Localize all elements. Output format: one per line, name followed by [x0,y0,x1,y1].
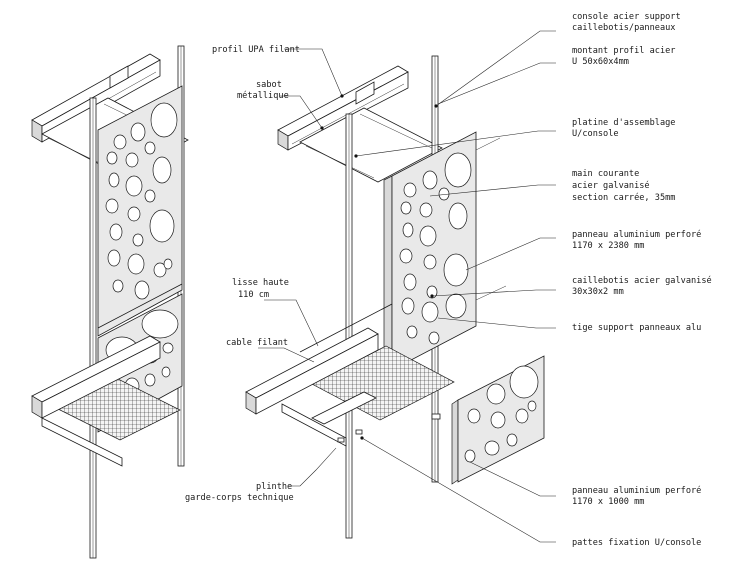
right-handrail [299,303,393,353]
leader-dots [320,94,438,440]
right-assembly [245,55,545,539]
left-bottom-grating [31,335,181,467]
right-fixing-lugs [337,413,441,443]
label-console-line1: console acier support [572,12,681,22]
labels-left: profil UPA filant sabot métallique lisse… [185,45,300,503]
label-sabot-line1: sabot [256,80,282,90]
leader-dot-icon [434,104,438,108]
label-tige: tige support panneaux alu [572,323,701,333]
label-pattes: pattes fixation U/console [572,538,701,548]
left-assembly [31,45,189,559]
left-handrail [97,283,183,329]
label-caillebotis-line2: 30x30x2 mm [572,287,624,297]
leader-lines [258,30,556,543]
label-cable: cable filant [226,338,288,348]
right-support-rods [475,137,507,301]
leader-dot-icon [360,436,364,440]
label-profil-upa: profil UPA filant [212,45,300,55]
label-main-courante-line3: section carrée, 35mm [572,192,675,203]
label-montant-line2: U 50x60x4mm [572,57,629,67]
label-platine-line1: platine d'assemblage [572,118,675,128]
label-caillebotis-line1: caillebotis acier galvanisé [572,275,712,286]
label-main-courante-line2: acier galvanisé [572,180,650,191]
right-small-panel [451,355,545,485]
leader-dot-icon [430,294,434,298]
label-lisse-line1: lisse haute [232,278,289,288]
label-lisse-line2: 110 cm [238,290,269,300]
leader-dot-icon [340,94,344,98]
label-panneau-a-line1: panneau aluminium perforé [572,229,701,240]
label-platine-line2: U/console [572,129,619,139]
right-bottom-grating [245,327,455,447]
label-panneau-a-line2: 1170 x 2380 mm [572,241,644,251]
label-panneau-b-line1: panneau aluminium perforé [572,485,701,496]
label-plinthe-line1: plinthe [256,482,292,492]
label-panneau-b-line2: 1170 x 1000 mm [572,497,644,507]
right-tall-panel [383,131,477,375]
leader-dot-icon [354,154,358,158]
label-montant-line1: montant profil acier [572,46,675,56]
labels-right: console acier support caillebotis/pannea… [572,12,712,548]
label-sabot-line2: métallique [237,90,289,101]
left-tall-panel [97,85,183,337]
label-plinthe-line2: garde-corps technique [185,493,294,503]
label-main-courante-line1: main courante [572,169,639,179]
label-console-line2: caillebotis/panneaux [572,23,675,33]
leader-dot-icon [320,126,324,130]
